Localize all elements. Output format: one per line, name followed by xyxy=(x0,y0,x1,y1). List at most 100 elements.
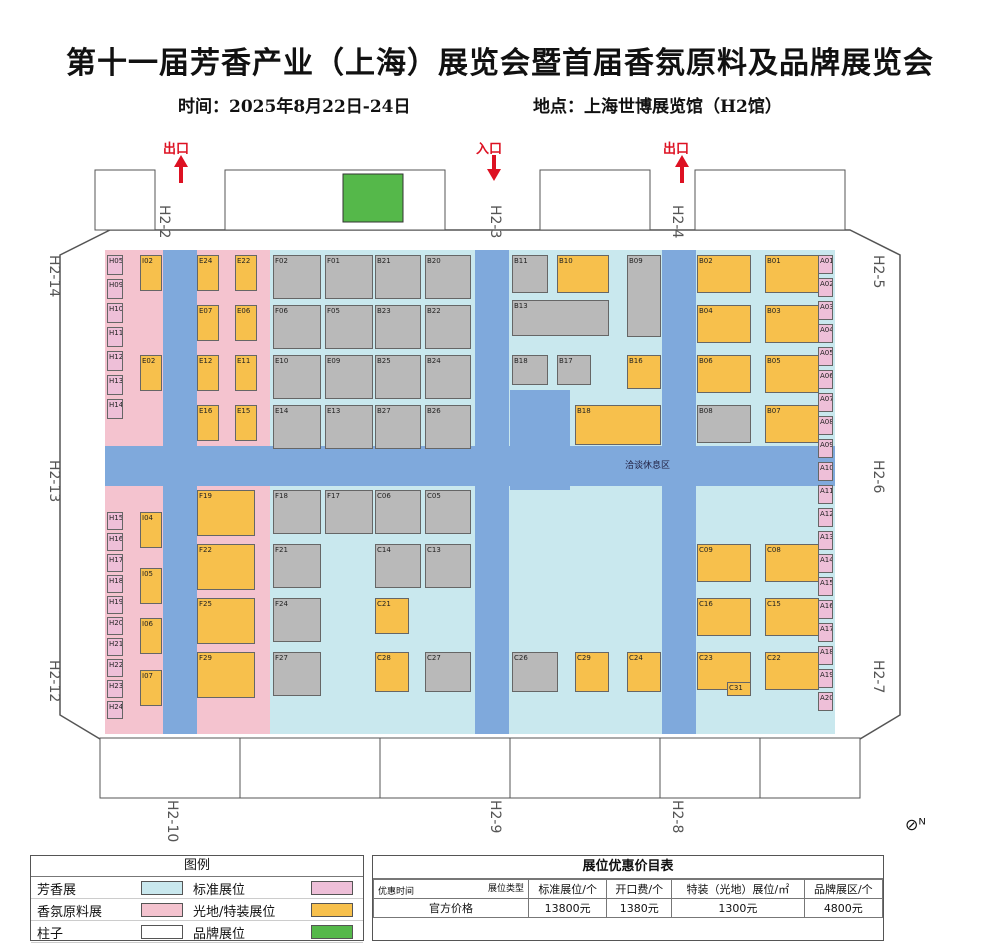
booth[interactable]: C14 xyxy=(375,544,421,588)
booth[interactable]: B21 xyxy=(375,255,421,299)
booth[interactable]: B01 xyxy=(765,255,819,293)
booth[interactable]: F22 xyxy=(197,544,255,590)
booth[interactable]: A02 xyxy=(818,278,833,297)
booth[interactable]: B17 xyxy=(557,355,591,385)
booth[interactable]: C24 xyxy=(627,652,661,692)
booth[interactable]: A15 xyxy=(818,577,833,596)
booth[interactable]: A11 xyxy=(818,485,833,504)
booth[interactable]: A14 xyxy=(818,554,833,573)
booth[interactable]: B18 xyxy=(512,355,548,385)
booth[interactable]: A08 xyxy=(818,416,833,435)
booth[interactable]: B05 xyxy=(765,355,819,393)
booth[interactable]: E09 xyxy=(325,355,373,399)
booth[interactable]: A20 xyxy=(818,692,833,711)
booth[interactable]: B02 xyxy=(697,255,751,293)
booth[interactable]: F01 xyxy=(325,255,373,299)
booth[interactable]: B09 xyxy=(627,255,661,337)
booth[interactable]: I07 xyxy=(140,670,162,706)
booth[interactable]: E11 xyxy=(235,355,257,391)
booth[interactable]: A16 xyxy=(818,600,833,619)
booth[interactable]: F02 xyxy=(273,255,321,299)
booth[interactable]: C15 xyxy=(765,598,819,636)
booth[interactable]: C16 xyxy=(697,598,751,636)
booth[interactable]: A07 xyxy=(818,393,833,412)
booth[interactable]: A10 xyxy=(818,462,833,481)
booth[interactable]: I06 xyxy=(140,618,162,654)
booth[interactable]: H17 xyxy=(107,554,123,572)
booth[interactable]: A03 xyxy=(818,301,833,320)
booth[interactable]: B16 xyxy=(627,355,661,389)
booth[interactable]: E15 xyxy=(235,405,257,441)
booth[interactable]: I02 xyxy=(140,255,162,291)
booth[interactable]: F25 xyxy=(197,598,255,644)
booth[interactable]: E06 xyxy=(235,305,257,341)
booth[interactable]: F21 xyxy=(273,544,321,588)
booth[interactable]: F05 xyxy=(325,305,373,349)
booth[interactable]: F29 xyxy=(197,652,255,698)
booth[interactable]: B07 xyxy=(765,405,819,443)
booth[interactable]: A18 xyxy=(818,646,833,665)
booth[interactable]: H14 xyxy=(107,399,123,419)
booth[interactable]: F19 xyxy=(197,490,255,536)
booth[interactable]: B13 xyxy=(512,300,609,336)
booth[interactable]: H10 xyxy=(107,303,123,323)
booth[interactable]: H13 xyxy=(107,375,123,395)
booth[interactable]: H16 xyxy=(107,533,123,551)
booth[interactable]: B06 xyxy=(697,355,751,393)
booth[interactable]: I04 xyxy=(140,512,162,548)
booth[interactable]: H20 xyxy=(107,617,123,635)
booth[interactable]: A04 xyxy=(818,324,833,343)
booth[interactable]: H23 xyxy=(107,680,123,698)
booth[interactable]: E07 xyxy=(197,305,219,341)
booth[interactable]: E24 xyxy=(197,255,219,291)
booth[interactable]: F27 xyxy=(273,652,321,696)
booth[interactable]: A06 xyxy=(818,370,833,389)
booth[interactable]: B20 xyxy=(425,255,471,299)
booth[interactable]: H18 xyxy=(107,575,123,593)
booth[interactable]: E13 xyxy=(325,405,373,449)
booth[interactable]: B26 xyxy=(425,405,471,449)
booth[interactable]: A09 xyxy=(818,439,833,458)
booth[interactable]: E16 xyxy=(197,405,219,441)
booth[interactable]: B23 xyxy=(375,305,421,349)
booth[interactable]: F24 xyxy=(273,598,321,642)
booth[interactable]: E12 xyxy=(197,355,219,391)
booth[interactable]: C09 xyxy=(697,544,751,582)
booth[interactable]: C22 xyxy=(765,652,819,690)
booth[interactable]: H15 xyxy=(107,512,123,530)
booth[interactable]: A01 xyxy=(818,255,833,274)
booth[interactable]: A12 xyxy=(818,508,833,527)
booth[interactable]: C29 xyxy=(575,652,609,692)
booth[interactable]: F06 xyxy=(273,305,321,349)
booth[interactable]: E22 xyxy=(235,255,257,291)
booth[interactable]: B18 xyxy=(575,405,661,445)
booth[interactable]: A13 xyxy=(818,531,833,550)
booth[interactable]: E10 xyxy=(273,355,321,399)
booth[interactable]: E14 xyxy=(273,405,321,449)
booth[interactable]: H19 xyxy=(107,596,123,614)
booth[interactable]: H21 xyxy=(107,638,123,656)
booth[interactable]: C21 xyxy=(375,598,409,634)
booth[interactable]: A19 xyxy=(818,669,833,688)
booth[interactable]: I05 xyxy=(140,568,162,604)
booth[interactable]: C28 xyxy=(375,652,409,692)
booth[interactable]: B27 xyxy=(375,405,421,449)
booth[interactable]: F18 xyxy=(273,490,321,534)
booth[interactable]: B04 xyxy=(697,305,751,343)
booth[interactable]: H11 xyxy=(107,327,123,347)
booth[interactable]: A05 xyxy=(818,347,833,366)
booth[interactable]: C06 xyxy=(375,490,421,534)
booth[interactable]: B25 xyxy=(375,355,421,399)
booth[interactable]: C05 xyxy=(425,490,471,534)
booth[interactable]: B03 xyxy=(765,305,819,343)
booth[interactable]: B24 xyxy=(425,355,471,399)
booth[interactable]: C26 xyxy=(512,652,558,692)
booth[interactable]: C13 xyxy=(425,544,471,588)
booth[interactable]: F17 xyxy=(325,490,373,534)
booth[interactable]: H09 xyxy=(107,279,123,299)
booth[interactable]: E02 xyxy=(140,355,162,391)
booth[interactable]: A17 xyxy=(818,623,833,642)
booth[interactable]: C23 xyxy=(697,652,751,690)
booth[interactable]: B10 xyxy=(557,255,609,293)
booth[interactable]: B08 xyxy=(697,405,751,443)
